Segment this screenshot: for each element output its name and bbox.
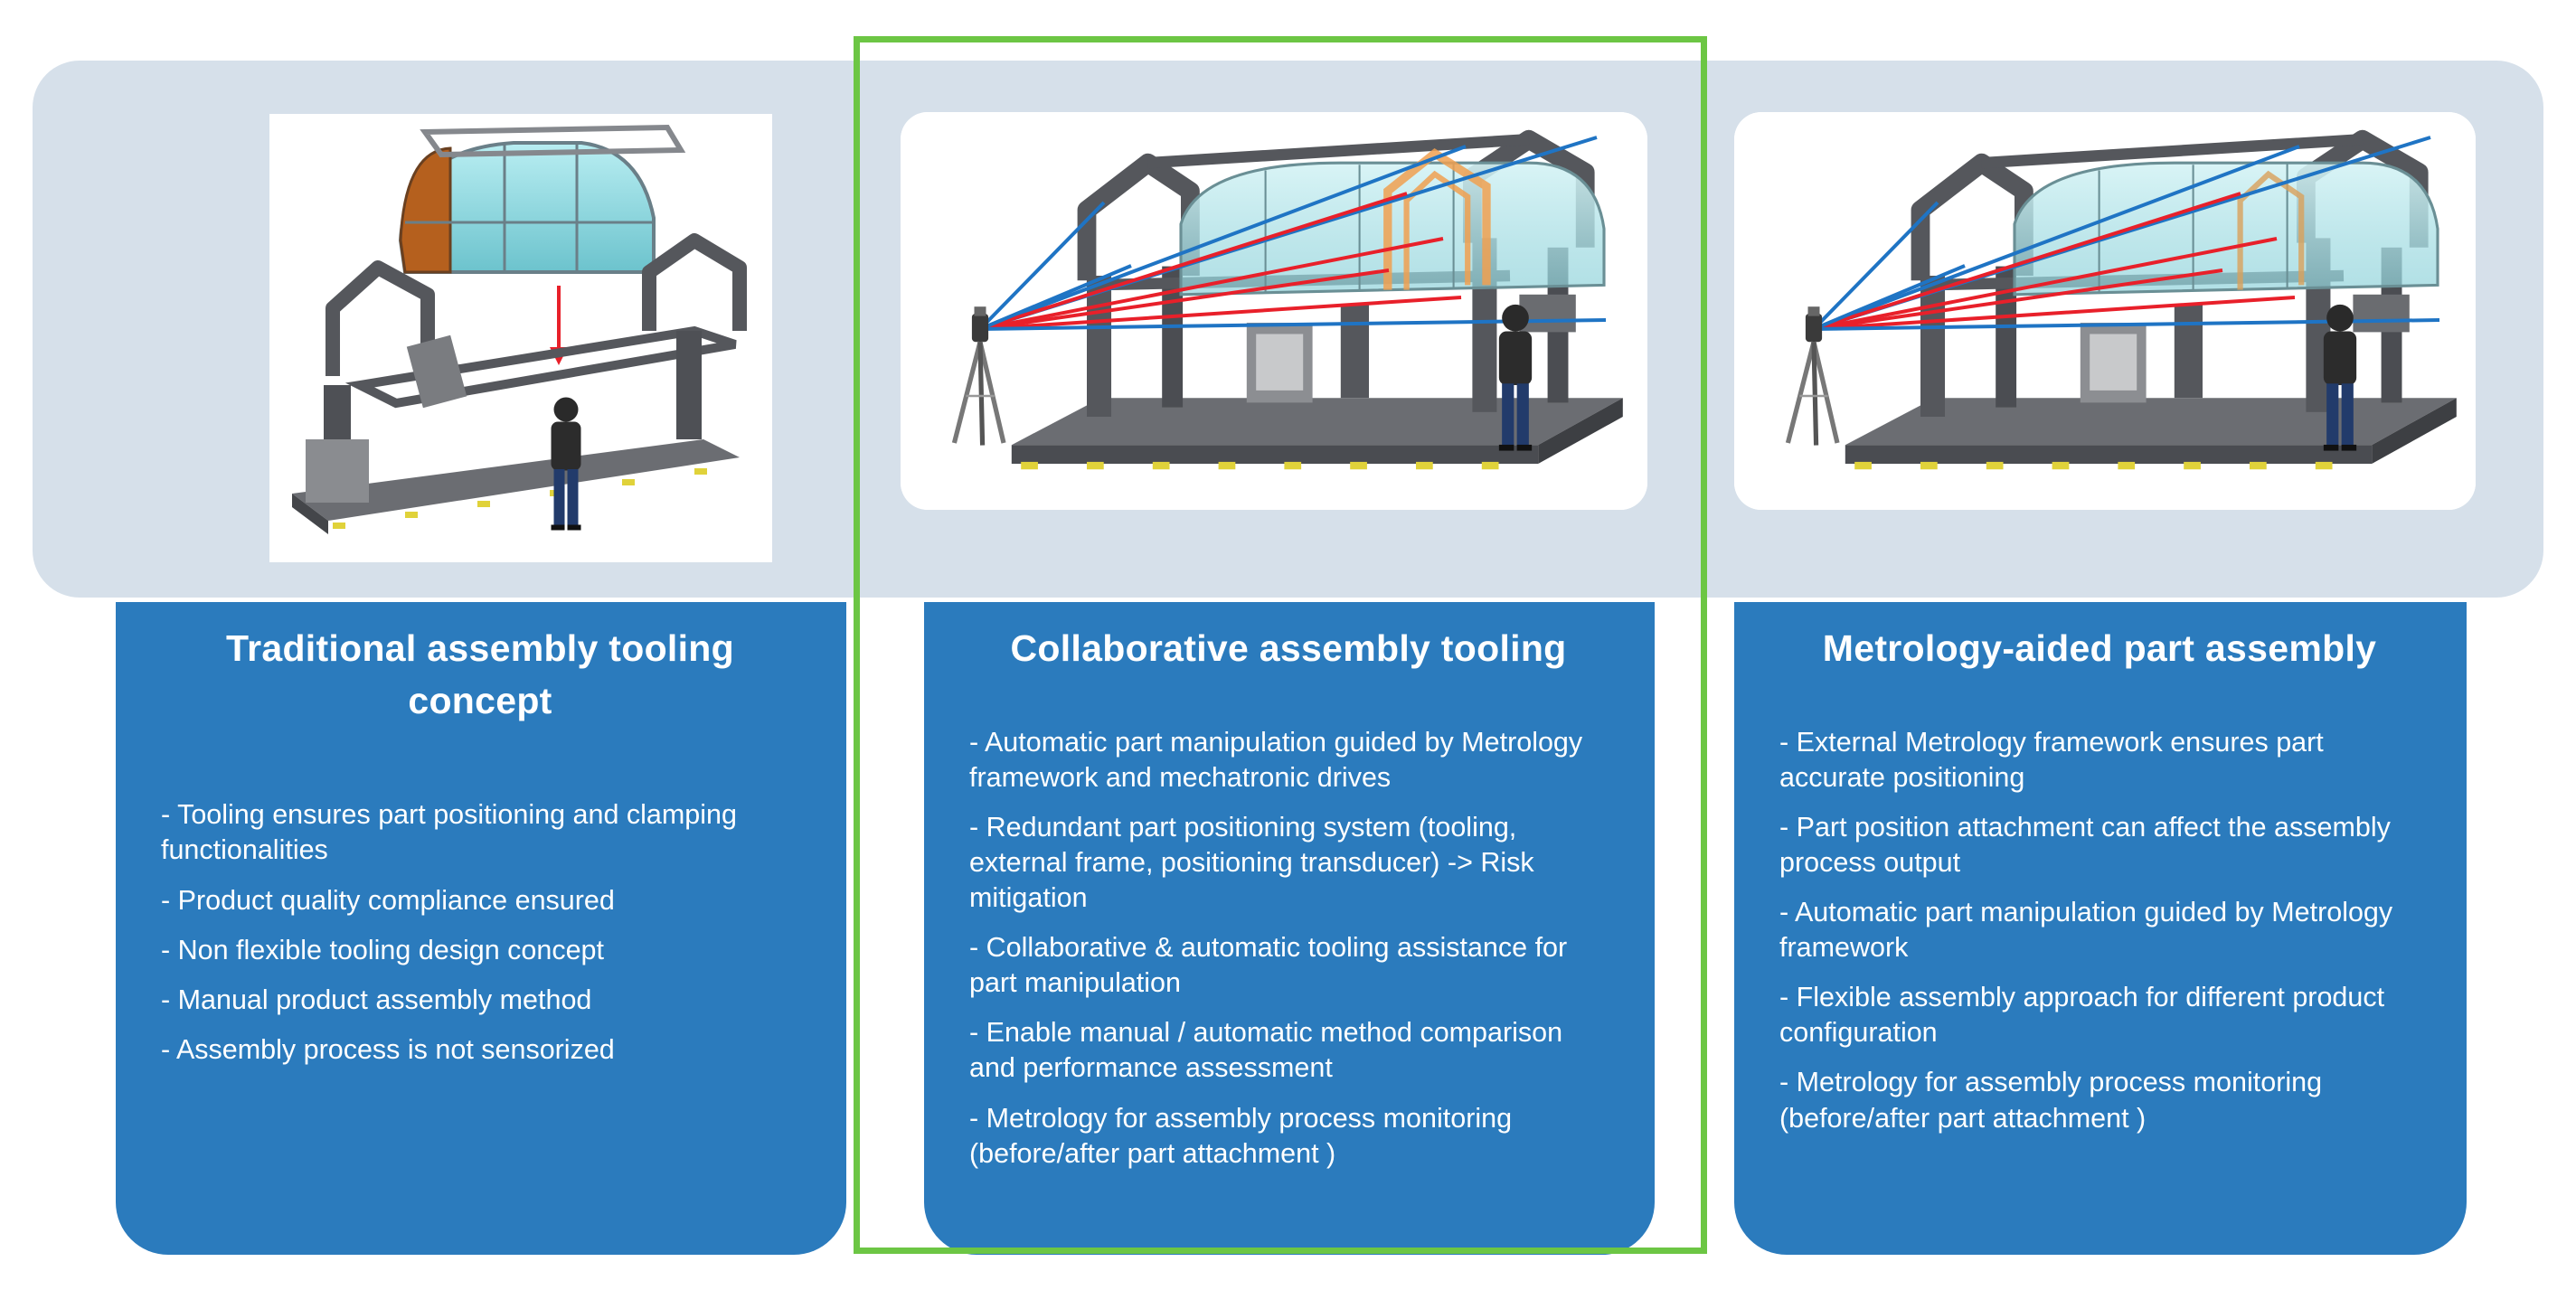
traditional-tooling-image [269, 114, 772, 562]
card-traditional: Traditional assembly tooling concept - T… [116, 602, 846, 1255]
card-title: Traditional assembly tooling concept [226, 627, 734, 722]
collaborative-tooling-image [901, 112, 1647, 510]
list-item: - Automatic part manipulation guided by … [1779, 897, 2393, 964]
tooling-frame-illustration [269, 114, 772, 562]
list-item: - Automatic part manipulation guided by … [969, 727, 1583, 794]
list-item: - Manual product assembly method [161, 984, 592, 1015]
list-item: - External Metrology framework ensures p… [1779, 727, 2324, 794]
laser-tracker-illustration [901, 112, 1647, 510]
list-item: - Flexible assembly approach for differe… [1779, 982, 2385, 1049]
list-item: - Metrology for assembly process monitor… [969, 1102, 1513, 1169]
list-item: - Redundant part positioning system (too… [969, 812, 1534, 914]
bullet-list: - External Metrology framework ensures p… [1779, 725, 2420, 1135]
list-item: - Assembly process is not sensorized [161, 1033, 615, 1065]
bullet-list: - Tooling ensures part positioning and c… [161, 797, 799, 1067]
metrology-aided-image [1734, 112, 2476, 510]
list-item: - Product quality compliance ensured [161, 884, 615, 916]
list-item: - Tooling ensures part positioning and c… [161, 799, 737, 866]
card-title: Metrology-aided part assembly [1822, 627, 2377, 669]
list-item: - Collaborative & automatic tooling assi… [969, 932, 1568, 999]
list-item: - Metrology for assembly process monitor… [1779, 1067, 2323, 1134]
laser-tracker-illustration [1734, 112, 2476, 510]
card-collaborative: Collaborative assembly tooling - Automat… [924, 602, 1655, 1255]
card-title: Collaborative assembly tooling [1010, 627, 1567, 669]
card-metrology: Metrology-aided part assembly - External… [1734, 602, 2467, 1255]
list-item: - Part position attachment can affect th… [1779, 812, 2391, 879]
selection-highlight-frame [854, 36, 1707, 1254]
bullet-list: - Automatic part manipulation guided by … [969, 725, 1608, 1171]
list-item: - Enable manual / automatic method compa… [969, 1017, 1563, 1084]
list-item: - Non flexible tooling design concept [161, 934, 604, 965]
